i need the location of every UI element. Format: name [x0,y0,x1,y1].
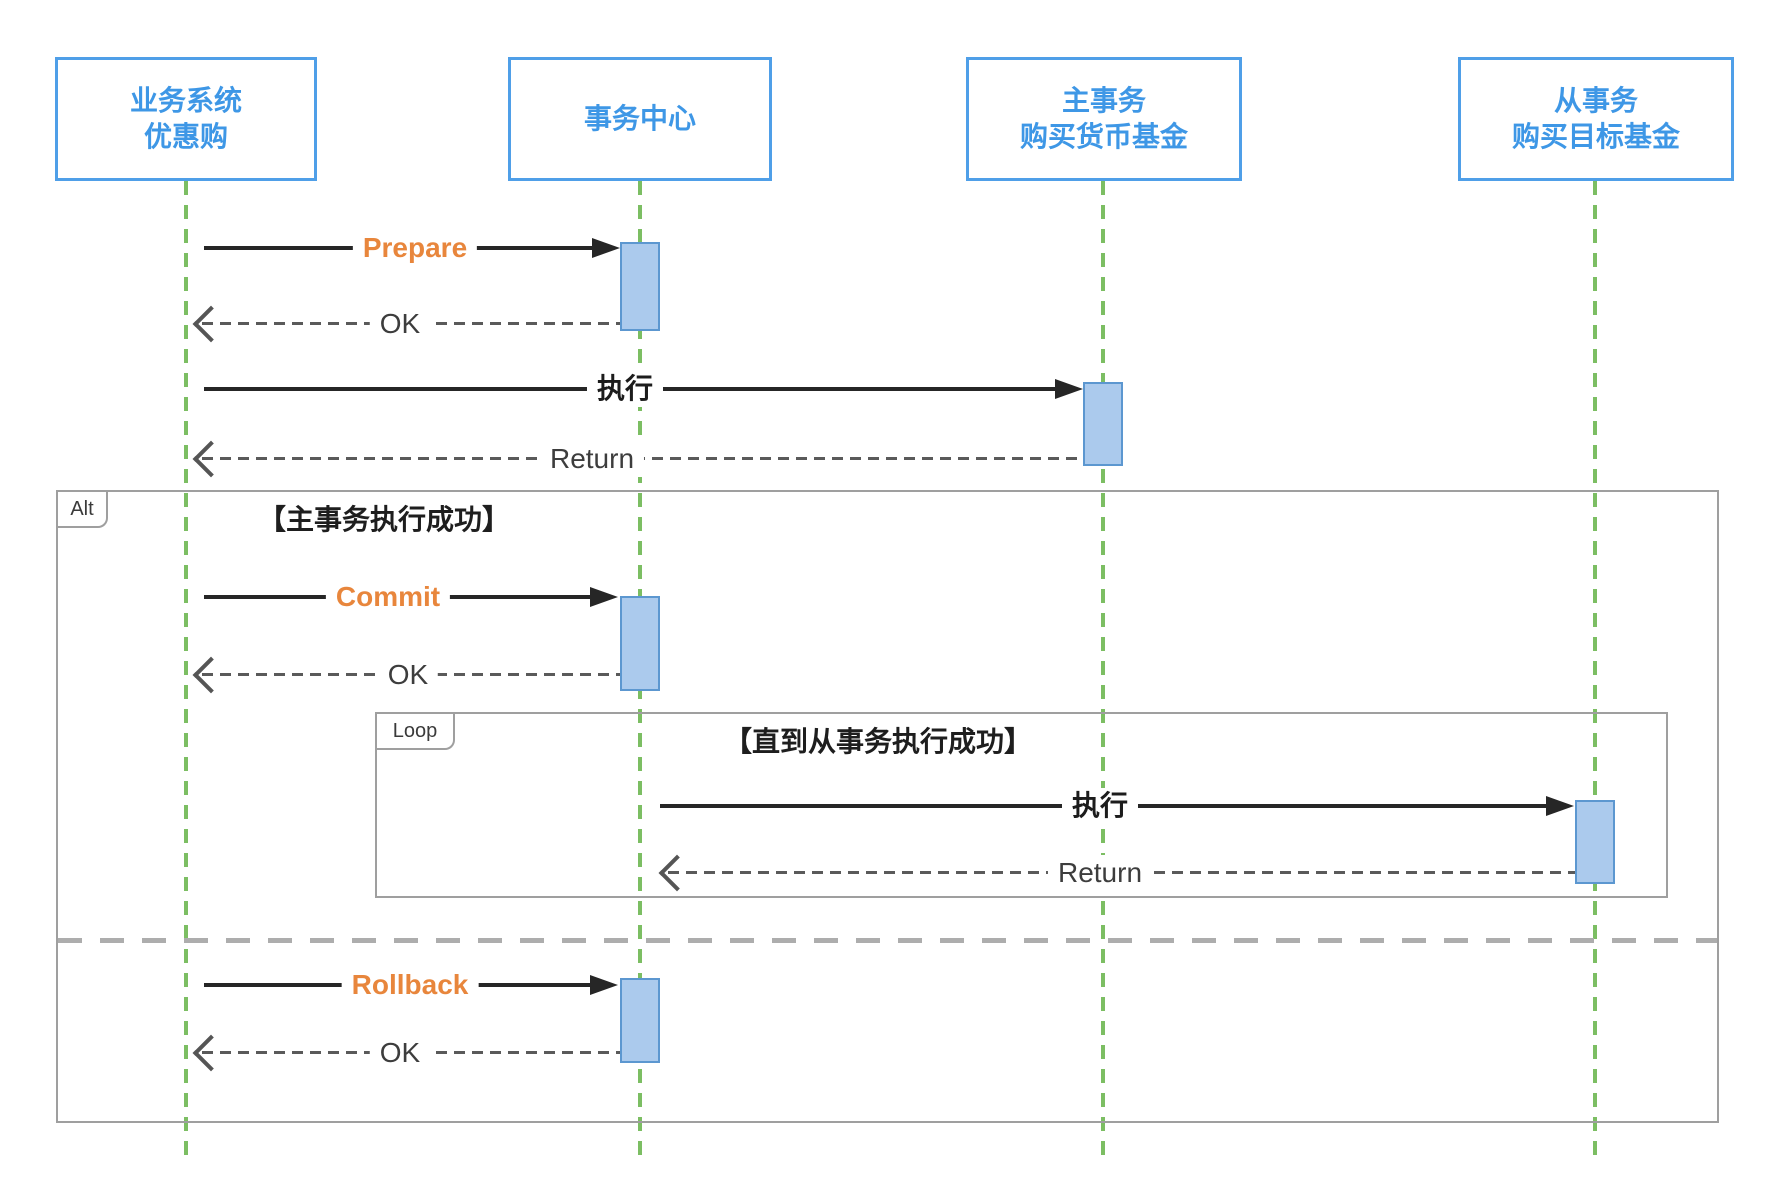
participant-name-line: 业务系统 [129,85,242,116]
participant-name-line: 购买货币基金 [1019,121,1188,152]
participant-box-biz: 业务系统 优惠购 [55,57,317,181]
loop-condition-label: 【直到从事务执行成功】 [716,724,1041,760]
loop-fragment-label: Loop [392,719,438,742]
participant-name-line: 主事务 [1061,85,1146,116]
loop-fragment [375,712,1668,898]
loop-fragment-tab: Loop [377,714,455,750]
message-label: 执行 [1061,788,1139,824]
arrowhead-open-icon [192,305,230,343]
arrowhead-open-icon [192,440,230,478]
message-label: OK [369,306,431,342]
activation-bar [620,596,660,691]
participant-box-sub-tx: 从事务 购买目标基金 [1458,57,1734,181]
alt-condition-label: 【主事务执行成功】 [250,502,519,538]
activation-bar [1575,800,1615,884]
alt-fragment-label: Alt [70,497,94,520]
participant-box-main-tx: 主事务 购买货币基金 [966,57,1242,181]
message-label: Return [539,441,645,477]
lifeline-main-tx [1101,181,1105,1162]
message-label: Return [1047,855,1153,891]
message-label: Commit [325,579,451,615]
participant-box-txcenter: 事务中心 [508,57,772,181]
message-label: Rollback [341,967,479,1003]
message-label: OK [377,657,439,693]
activation-bar [620,978,660,1063]
alt-fragment [56,490,1719,1123]
message-label: Prepare [352,230,478,266]
participant-name-line: 从事务 [1553,85,1638,116]
participant-name-line: 购买目标基金 [1511,121,1680,152]
arrowhead-solid-icon [590,975,618,995]
message-label: 执行 [586,371,664,407]
activation-bar [620,242,660,331]
arrowhead-solid-icon [590,587,618,607]
message-label: OK [369,1035,431,1071]
activation-bar [1083,382,1123,466]
lifeline-biz [184,181,188,1162]
alt-divider [58,938,1717,943]
lifeline-sub-tx [1593,181,1597,1162]
participant-name-line: 事务中心 [583,103,696,134]
arrowhead-solid-icon [592,238,620,258]
arrowhead-solid-icon [1055,379,1083,399]
arrowhead-solid-icon [1546,796,1574,816]
alt-fragment-tab: Alt [58,492,108,528]
participant-name-line: 优惠购 [143,121,228,152]
